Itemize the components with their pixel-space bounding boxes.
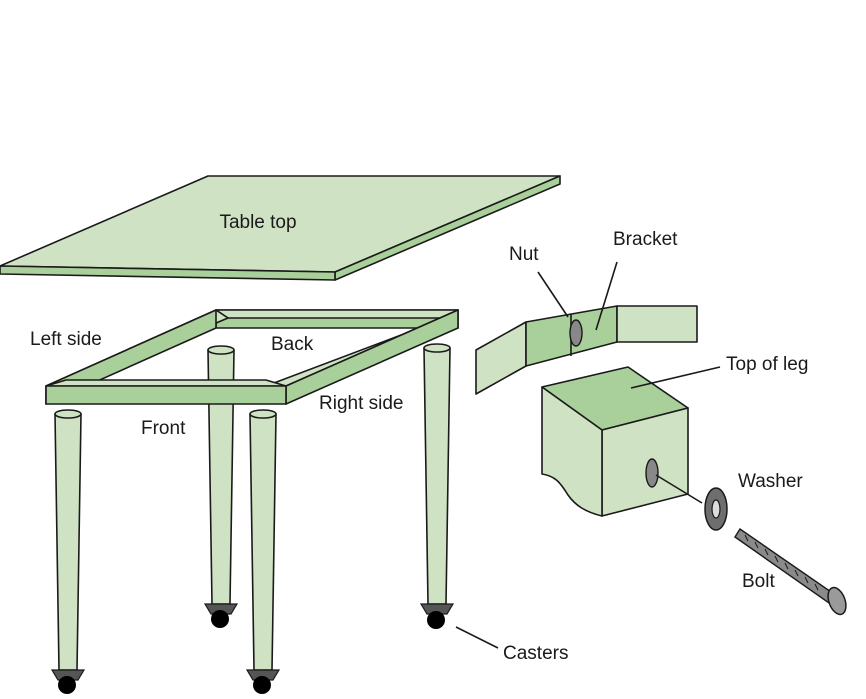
label-front: Front bbox=[141, 418, 186, 439]
caster-front-right bbox=[253, 676, 271, 694]
bracket-part: Nut Bracket bbox=[475, 229, 698, 395]
label-back: Back bbox=[271, 334, 314, 355]
casters-leader bbox=[455, 626, 499, 649]
label-bracket: Bracket bbox=[613, 229, 678, 250]
top-of-leg-leader bbox=[630, 366, 721, 389]
back-right-leg bbox=[419, 343, 455, 629]
frame-part: Left side Back Front Right side bbox=[30, 309, 459, 439]
label-casters: Casters bbox=[503, 643, 568, 664]
label-bolt: Bolt bbox=[742, 571, 775, 592]
caster-back-right bbox=[427, 611, 445, 629]
caster-back-left bbox=[211, 610, 229, 628]
washer-hardware: Washer bbox=[655, 471, 803, 531]
front-right-leg bbox=[245, 409, 281, 694]
bracket-leader bbox=[595, 261, 618, 331]
table-top-part: Table top bbox=[0, 175, 561, 281]
label-table-top: Table top bbox=[219, 212, 296, 233]
label-right-side: Right side bbox=[319, 393, 404, 414]
label-nut: Nut bbox=[509, 244, 539, 265]
nut-leader bbox=[537, 271, 569, 318]
front-left-leg bbox=[50, 409, 86, 694]
label-top-of-leg: Top of leg bbox=[726, 354, 808, 375]
label-left-side: Left side bbox=[30, 329, 102, 350]
bolt-hardware: Bolt bbox=[734, 528, 847, 616]
label-washer: Washer bbox=[738, 471, 803, 492]
back-left-leg bbox=[203, 345, 239, 628]
top-of-leg-part: Top of leg bbox=[541, 354, 808, 517]
nut-hardware bbox=[569, 319, 583, 347]
caster-front-left bbox=[58, 676, 76, 694]
